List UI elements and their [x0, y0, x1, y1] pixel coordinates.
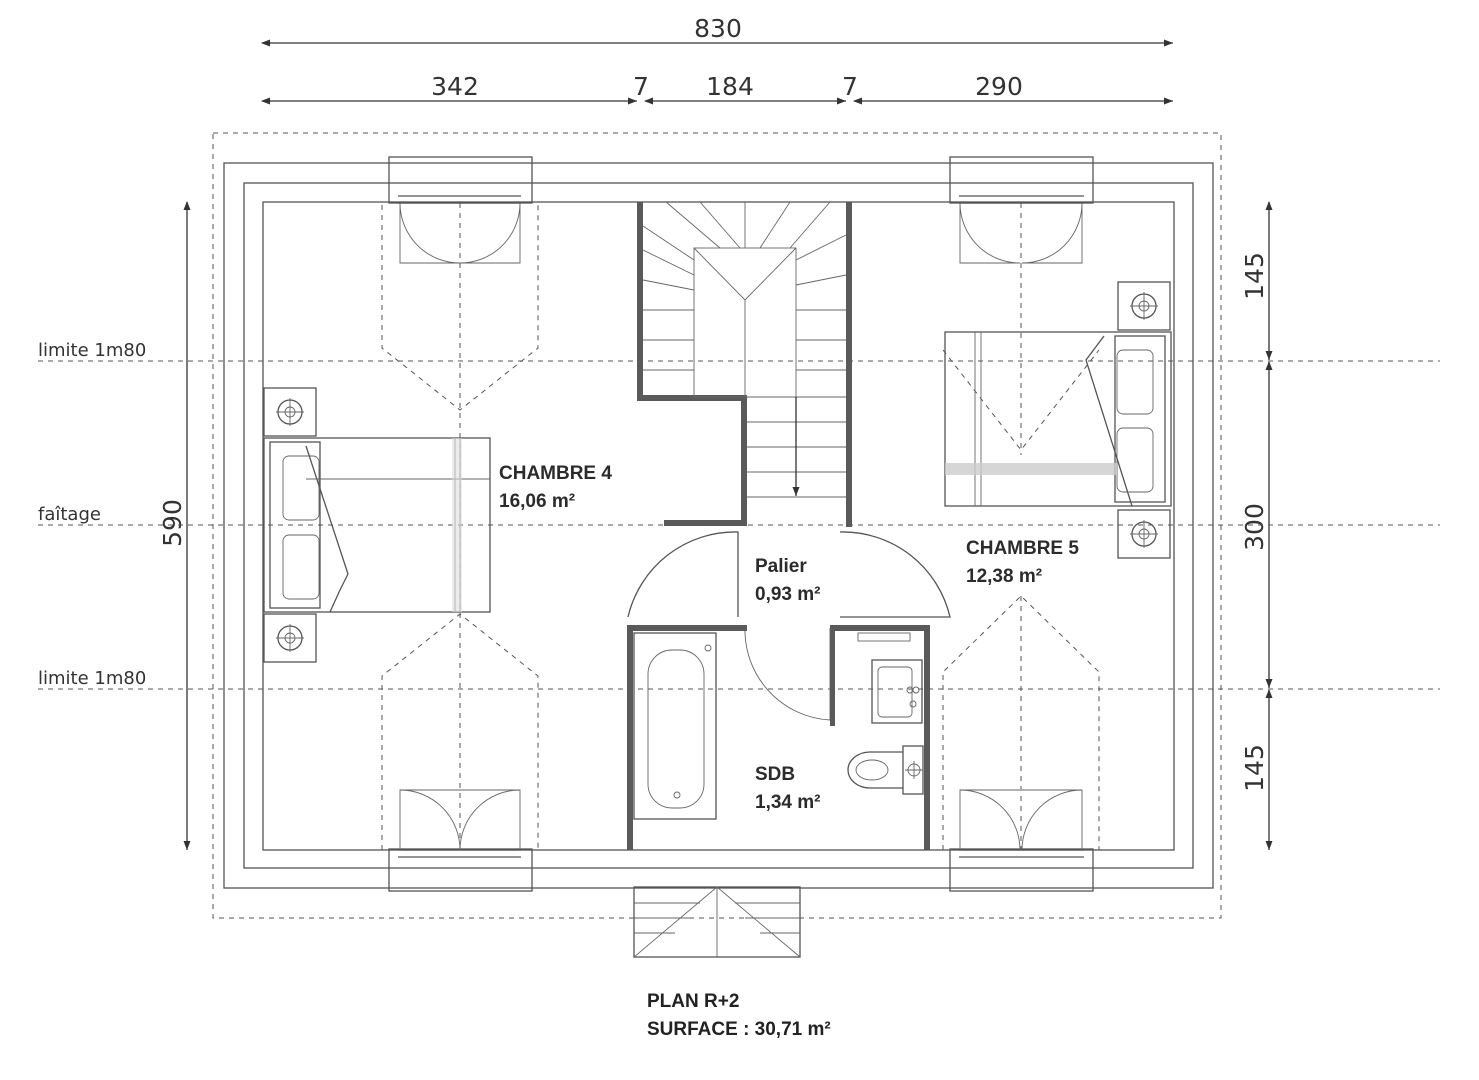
- bathtub-icon: [633, 632, 717, 820]
- room-name: CHAMBRE 5: [966, 538, 1079, 559]
- plan-title: PLAN R+2: [647, 991, 739, 1012]
- room-name: Palier: [755, 556, 807, 577]
- bedside-table-icon: [263, 387, 317, 437]
- limit-bottom-label: limite 1m80: [38, 668, 146, 689]
- roof-outline: [212, 132, 1222, 919]
- ridge-label: faîtage: [38, 504, 101, 525]
- right-segment-label: 145: [1240, 744, 1269, 792]
- roof-window-bottom-left: [388, 789, 533, 892]
- double-bed-chambre-4: [263, 437, 491, 613]
- top-dimension-lines: [261, 39, 1173, 105]
- segment-width-label: 7: [633, 72, 649, 101]
- total-width-label: 830: [694, 14, 742, 43]
- roof-window-top-right: [942, 156, 1100, 850]
- inner-wall: [262, 201, 1175, 851]
- segment-width-label: 7: [842, 72, 858, 101]
- bedside-table-icon: [263, 613, 317, 663]
- room-area: 16,06 m²: [499, 491, 575, 512]
- segment-width-label: 184: [706, 72, 754, 101]
- segment-width-label: 290: [975, 72, 1023, 101]
- segment-width-label: 342: [431, 72, 479, 101]
- outer-wall-lining: [243, 182, 1194, 869]
- bedside-table-icon: [1117, 281, 1171, 331]
- room-name: CHAMBRE 4: [499, 463, 612, 484]
- bedside-table-icon: [1117, 509, 1171, 559]
- bathroom: [627, 625, 930, 850]
- exterior-stair: [633, 886, 801, 958]
- roof-window-bottom-right: [949, 789, 1094, 892]
- room-area: 0,93 m²: [755, 584, 820, 605]
- height-label: 590: [158, 499, 187, 547]
- room-name: SDB: [755, 764, 795, 785]
- landing-door-swings: [627, 531, 951, 721]
- limit-top-label: limite 1m80: [38, 340, 146, 361]
- staircase: [637, 201, 852, 527]
- toilet-icon: [847, 745, 924, 795]
- room-area: 12,38 m²: [966, 566, 1042, 587]
- plan-surface: SURFACE : 30,71 m²: [647, 1019, 831, 1040]
- sink-icon: [857, 632, 923, 724]
- double-bed-chambre-5: [944, 331, 1172, 507]
- right-segment-label: 300: [1240, 503, 1269, 551]
- right-segment-label: 145: [1240, 252, 1269, 300]
- room-area: 1,34 m²: [755, 792, 820, 813]
